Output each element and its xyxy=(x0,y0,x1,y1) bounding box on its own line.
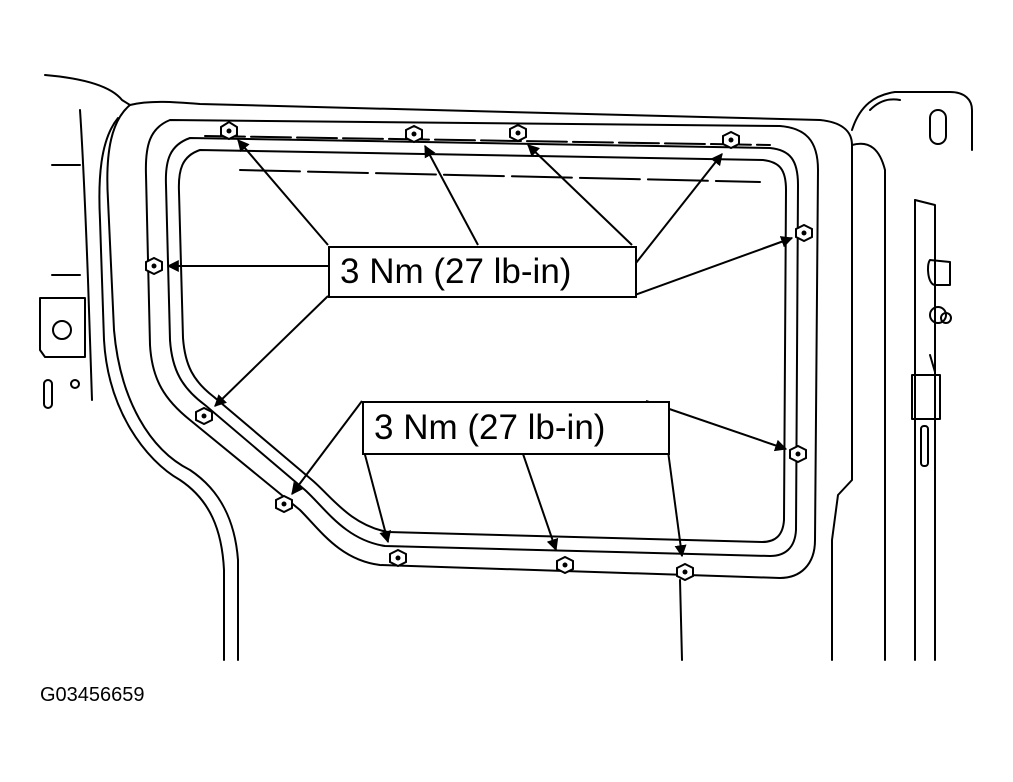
latch-part xyxy=(926,259,951,286)
left-body-edge xyxy=(79,109,93,401)
window-frame-inner xyxy=(177,149,787,543)
window-frame-mid xyxy=(164,137,799,557)
window-frame-outer xyxy=(144,119,819,579)
latch-block xyxy=(911,374,941,420)
torque-callout-upper: 3 Nm (27 lb-in) xyxy=(328,246,637,298)
upper-callout-leaders xyxy=(166,139,794,407)
figure-code: G03456659 xyxy=(40,684,145,706)
torque-callout-lower: 3 Nm (27 lb-in) xyxy=(362,401,670,455)
left-body-outline xyxy=(44,74,131,106)
door-left-edge xyxy=(106,104,239,661)
left-slot xyxy=(43,379,53,409)
right-slot xyxy=(929,109,947,145)
left-bracket xyxy=(39,297,86,358)
left-bracket-hole xyxy=(52,320,72,340)
right-body-outline xyxy=(851,91,973,151)
